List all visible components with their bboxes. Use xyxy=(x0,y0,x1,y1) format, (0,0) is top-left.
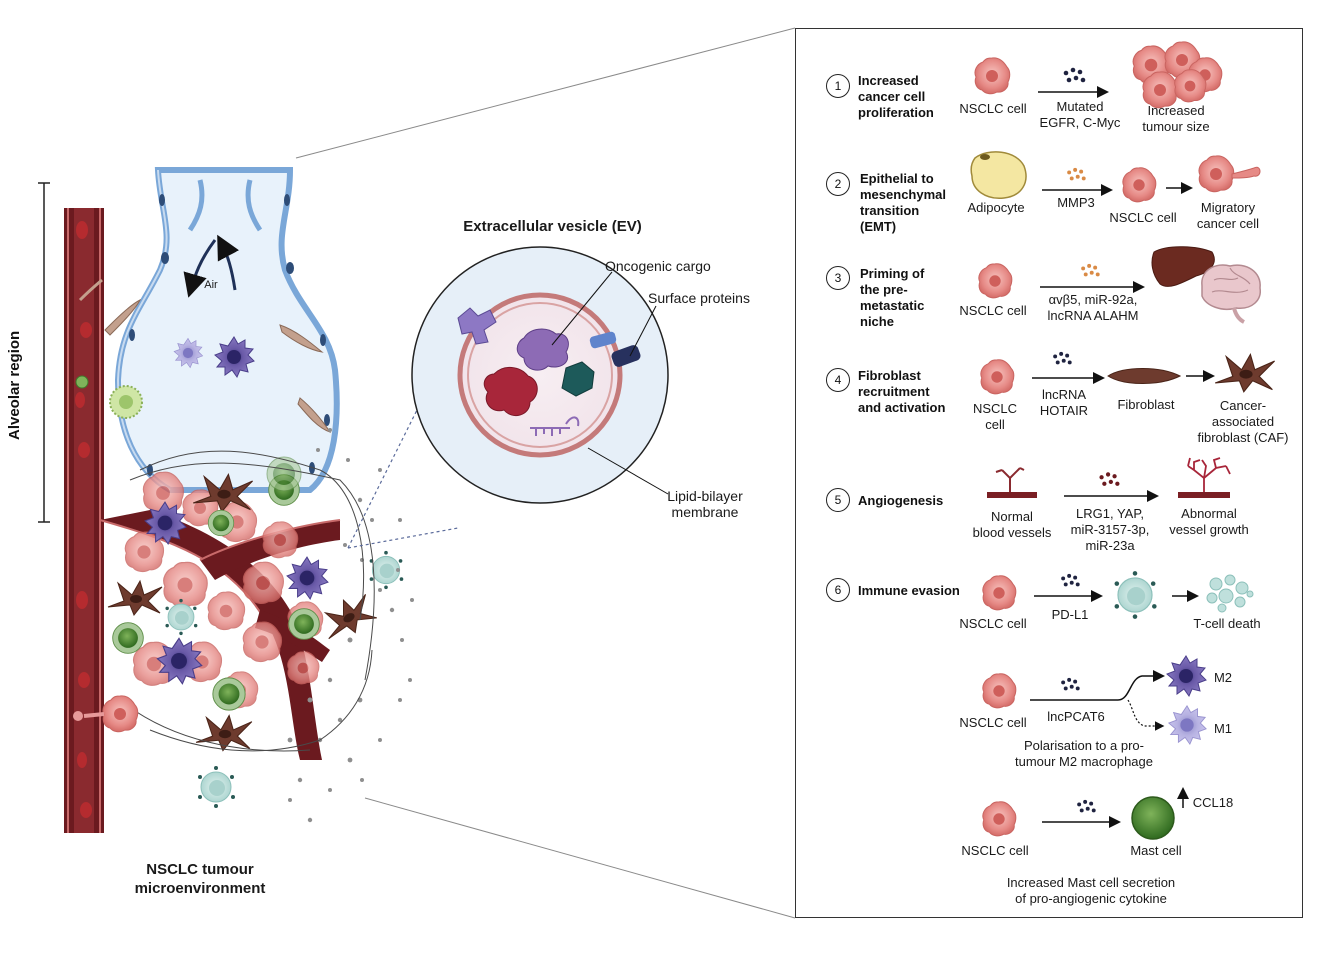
brain-icon xyxy=(1201,264,1261,324)
step-6-source: NSCLC cell xyxy=(959,616,1027,631)
adipocyte xyxy=(970,151,1027,199)
zoom-line-top xyxy=(295,27,796,159)
step-1-number: 1 xyxy=(826,74,850,98)
migratory-cell xyxy=(1198,155,1261,193)
step-6-number: 6 xyxy=(826,578,850,602)
macrophage-arrow-label: lncPCAT6 xyxy=(1047,709,1105,724)
step-1-result: Increased tumour size xyxy=(1142,103,1210,134)
step-1-source: NSCLC cell xyxy=(959,101,1027,116)
step-4-arrow-label: lncRNA HOTAIR xyxy=(1039,387,1089,418)
bottom-title: NSCLC tumour microenvironment xyxy=(134,861,266,897)
step-3-title: Priming of the pre- metastatic niche xyxy=(860,266,925,329)
step-2-result: Migratory cancer cell xyxy=(1196,200,1260,231)
normal-vessel-icon xyxy=(987,467,1037,498)
m1-label: M1 xyxy=(1213,721,1233,736)
step-2-number: 2 xyxy=(826,172,850,196)
step-2-arrow-label: MMP3 xyxy=(1057,195,1095,210)
extracellular-vesicle xyxy=(411,246,669,504)
cargo-purple xyxy=(516,328,569,371)
step-2-middle: NSCLC cell xyxy=(1109,210,1177,225)
step-3-arrow-label: αvβ5, miR-92a, lncRNA ALAHM xyxy=(1047,292,1139,323)
step-5-source: Normal blood vessels xyxy=(972,509,1052,540)
liver-icon xyxy=(1151,246,1215,287)
alveolar-scene xyxy=(38,167,414,833)
cargo-teal xyxy=(561,361,595,397)
macrophage-caption: Polarisation to a pro- tumour M2 macroph… xyxy=(1014,738,1153,769)
step-6-title: Immune evasion xyxy=(858,583,960,598)
surface-protein-left xyxy=(457,307,497,345)
step-4-number: 4 xyxy=(826,368,850,392)
mechanisms-panel xyxy=(795,28,1303,918)
t-cell-death-icon xyxy=(1206,574,1254,613)
abnormal-vessel-icon xyxy=(1178,457,1231,498)
fibroblast-icon xyxy=(1107,368,1182,384)
step-1-arrow-label: Mutated EGFR, C-Myc xyxy=(1039,99,1121,130)
zoom-line-bottom xyxy=(364,797,796,919)
step-6-result: T-cell death xyxy=(1193,616,1261,631)
mast-cytokine: CCL18 xyxy=(1192,795,1234,810)
step-1-title: Increased cancer cell proliferation xyxy=(858,73,934,120)
cargo-red xyxy=(483,367,538,417)
ev-leader-line-bottom xyxy=(347,527,459,549)
step-2-source: Adipocyte xyxy=(967,200,1025,215)
step-6-arrow-label: PD-L1 xyxy=(1051,607,1089,622)
ev-title: Extracellular vesicle (EV) xyxy=(463,218,642,235)
step-4-result: Cancer- associated fibroblast (CAF) xyxy=(1197,398,1289,445)
mast-cell-icon xyxy=(1131,796,1175,840)
step-5-result: Abnormal vessel growth xyxy=(1169,506,1249,537)
step-4-source: NSCLC cell xyxy=(972,401,1018,432)
mast-result: Mast cell xyxy=(1130,843,1182,858)
cargo-label: Oncogenic cargo xyxy=(605,258,711,274)
mast-source: NSCLC cell xyxy=(961,843,1029,858)
macrophage-source: NSCLC cell xyxy=(959,715,1027,730)
cargo-rna xyxy=(530,416,580,436)
membrane-label: Lipid-bilayer membrane xyxy=(667,488,743,520)
surface-label: Surface proteins xyxy=(648,290,750,306)
step-2-title: Epithelial to mesenchymal transition (EM… xyxy=(860,171,946,234)
step-5-number: 5 xyxy=(826,488,850,512)
step-5-arrow-label: LRG1, YAP, miR-3157-3p, miR-23a xyxy=(1070,506,1150,553)
m2-label: M2 xyxy=(1213,670,1233,685)
air-label: Air xyxy=(204,279,218,291)
mast-caption: Increased Mast cell secretion of pro-ang… xyxy=(1006,875,1176,906)
step-4-middle: Fibroblast xyxy=(1117,397,1175,412)
step-4-title: Fibroblast recruitment and activation xyxy=(858,368,946,415)
bacteria-like-cell xyxy=(109,385,143,419)
step-3-number: 3 xyxy=(826,266,850,290)
step-3-source: NSCLC cell xyxy=(959,303,1027,318)
tumour-cluster xyxy=(1132,41,1223,109)
step-5-title: Angiogenesis xyxy=(858,493,944,508)
